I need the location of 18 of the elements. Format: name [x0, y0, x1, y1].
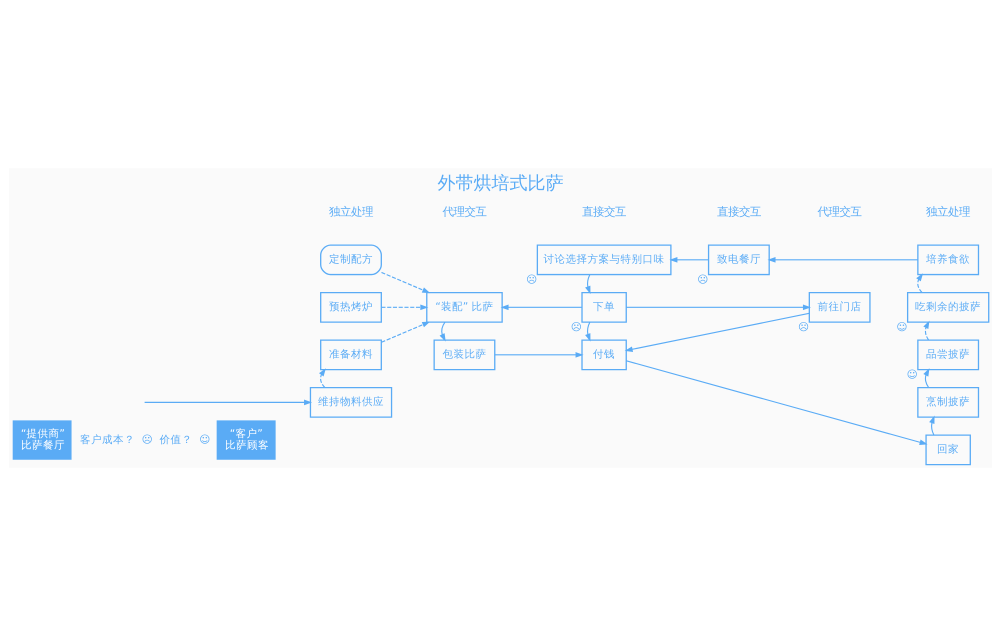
- label: 比萨餐厅: [20, 438, 64, 452]
- label: 客户成本？ ☹ 价值？ ☺: [79, 432, 210, 446]
- diagram-title: 外带烘培式比萨: [437, 172, 563, 194]
- label: 代理交互: [817, 204, 862, 218]
- node-label: ☹: [798, 320, 809, 334]
- label: 直接交互: [582, 204, 626, 218]
- label: 独立处理: [926, 204, 970, 218]
- label: 直接交互: [716, 204, 760, 218]
- node-label: ☹: [570, 320, 582, 334]
- node-label: ☺: [896, 320, 907, 334]
- label: 比萨顾客: [224, 438, 268, 452]
- node-label: ☺: [906, 368, 918, 381]
- label: 代理交互: [442, 204, 486, 218]
- label: “客户”: [229, 426, 262, 440]
- label: 独立处理: [328, 204, 372, 218]
- label: “提供商”: [20, 426, 64, 440]
- node-label: ☹: [696, 272, 708, 286]
- node-label: ☹: [526, 272, 537, 286]
